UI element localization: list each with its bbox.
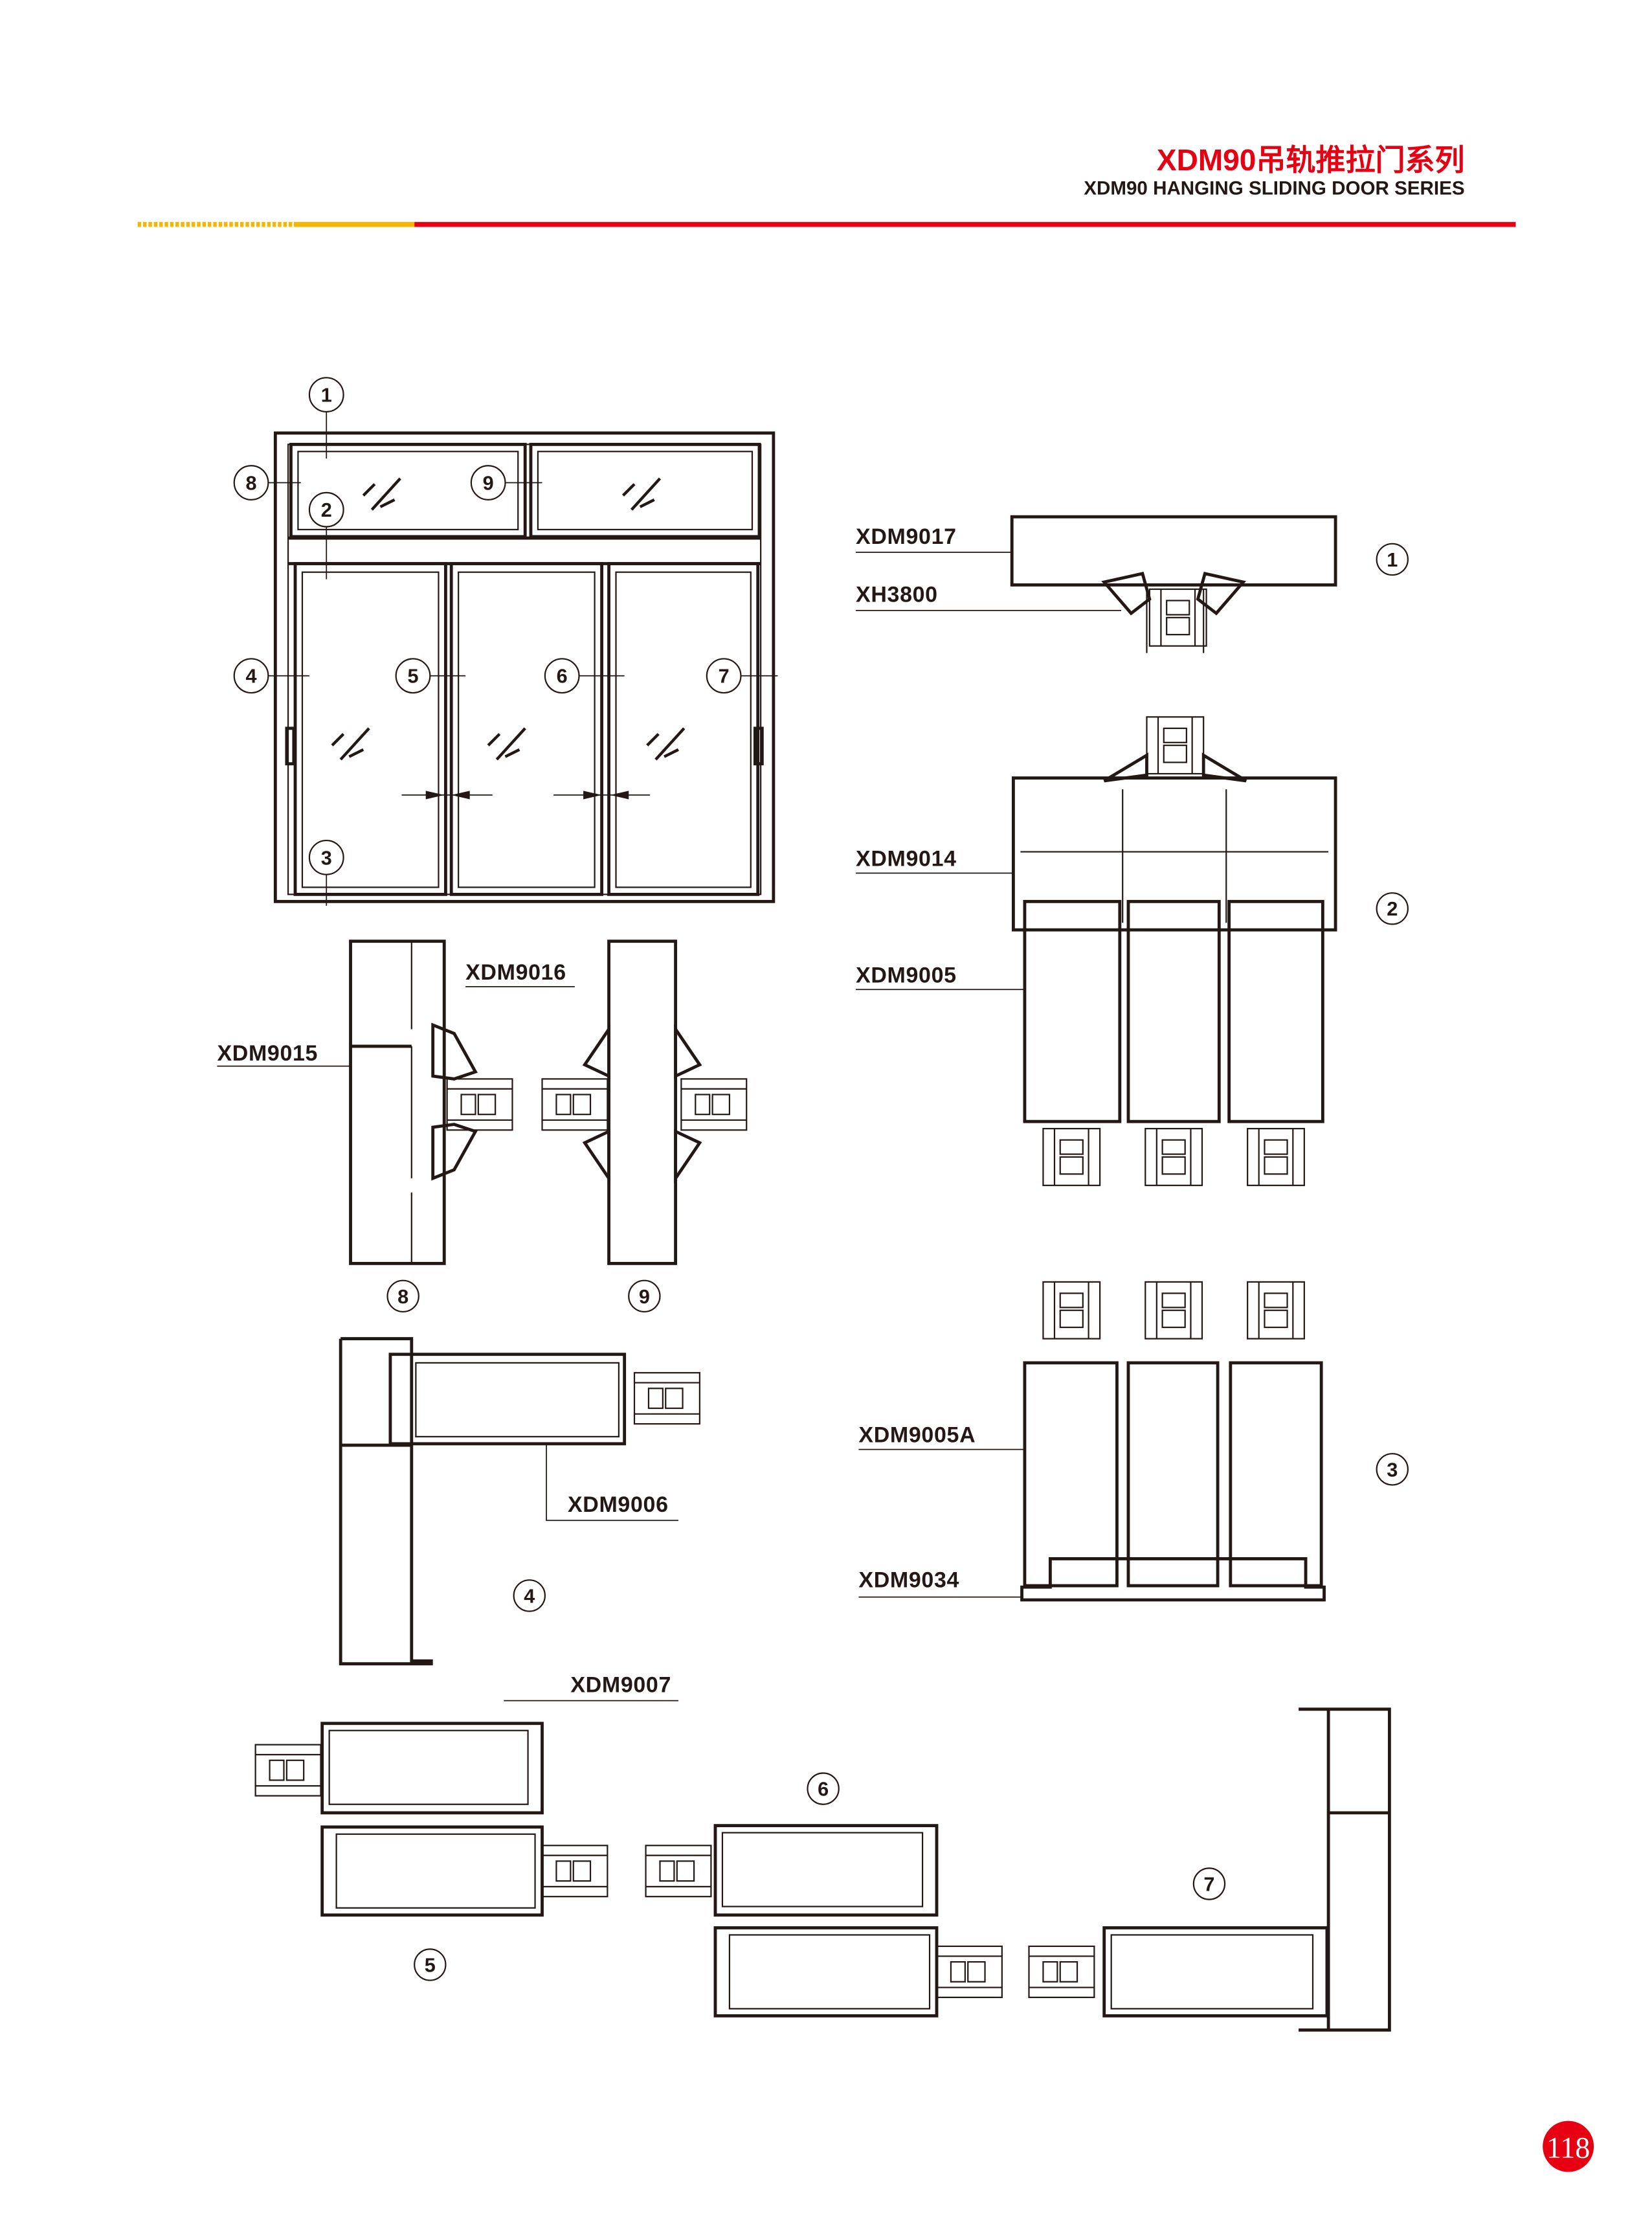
section-callout-8: 8 xyxy=(386,1279,419,1313)
svg-text:1: 1 xyxy=(1387,548,1398,571)
section-8-detail xyxy=(217,939,575,1265)
section-callout-7: 7 xyxy=(1192,1867,1226,1900)
svg-text:3: 3 xyxy=(1387,1458,1398,1481)
header-rule xyxy=(137,221,1516,227)
callout-6: 6 xyxy=(544,658,580,694)
section-callout-3: 3 xyxy=(1376,1453,1409,1486)
callout-1: 1 xyxy=(308,377,344,413)
section-callout-4: 4 xyxy=(513,1579,546,1612)
label-xdm9017: XDM9017 xyxy=(856,524,957,549)
dimension-arrows xyxy=(401,791,651,800)
title-english: XDM90 HANGING SLIDING DOOR SERIES xyxy=(1084,177,1464,199)
svg-text:8: 8 xyxy=(397,1285,408,1308)
section-7-detail xyxy=(1028,1707,1391,2032)
label-xdm9015: XDM9015 xyxy=(217,1041,318,1066)
label-xdm9016: XDM9016 xyxy=(465,960,566,985)
section-1-detail xyxy=(856,515,1337,653)
section-9-detail xyxy=(541,939,748,1265)
svg-text:6: 6 xyxy=(818,1778,829,1801)
svg-text:2: 2 xyxy=(321,499,332,521)
section-callout-9: 9 xyxy=(628,1279,661,1313)
svg-text:9: 9 xyxy=(639,1285,650,1308)
label-xdm9005a: XDM9005A xyxy=(858,1423,976,1448)
callout-5: 5 xyxy=(395,658,431,694)
page-number-badge: 118 xyxy=(1543,2120,1594,2172)
label-xdm9014: XDM9014 xyxy=(856,847,957,871)
section-callout-6: 6 xyxy=(807,1772,840,1805)
section-callout-1: 1 xyxy=(1376,543,1409,576)
page-header: XDM90吊轨推拉门系列 XDM90 HANGING SLIDING DOOR … xyxy=(137,143,1516,227)
label-xdm9005: XDM9005 xyxy=(856,963,957,987)
section-5-detail xyxy=(254,1700,678,1917)
svg-text:3: 3 xyxy=(321,846,332,869)
label-xdm9007: XDM9007 xyxy=(570,1673,671,1698)
callout-7: 7 xyxy=(706,658,742,694)
label-xh3800: XH3800 xyxy=(856,583,938,607)
svg-text:7: 7 xyxy=(719,665,730,688)
svg-text:4: 4 xyxy=(524,1584,535,1607)
section-2-detail xyxy=(856,716,1337,1186)
section-callout-5: 5 xyxy=(414,1948,447,1981)
callout-8: 8 xyxy=(233,465,269,500)
section-3-detail xyxy=(858,1281,1326,1602)
svg-text:5: 5 xyxy=(425,1953,436,1976)
svg-text:8: 8 xyxy=(246,472,257,495)
svg-text:7: 7 xyxy=(1203,1872,1214,1895)
svg-text:9: 9 xyxy=(483,472,494,495)
callout-4: 4 xyxy=(233,658,269,694)
callout-3: 3 xyxy=(308,839,344,875)
door-elevation xyxy=(268,411,778,906)
label-xdm9034: XDM9034 xyxy=(858,1568,959,1592)
svg-text:6: 6 xyxy=(557,665,568,688)
page-number: 118 xyxy=(1546,2131,1590,2164)
section-callout-2: 2 xyxy=(1376,892,1409,925)
title-chinese: XDM90吊轨推拉门系列 xyxy=(1157,143,1465,177)
svg-text:2: 2 xyxy=(1387,897,1398,920)
section-4-detail xyxy=(339,1337,700,1666)
svg-text:1: 1 xyxy=(321,384,332,407)
callout-2: 2 xyxy=(308,491,344,528)
profile-labels: XDM9017 XH3800 XDM9014 XDM9005 XDM9016 X… xyxy=(217,524,976,1698)
callouts: 1 8 9 2 4 5 6 7 3 1 2 8 9 3 4 6 7 5 xyxy=(233,377,1409,1981)
svg-text:4: 4 xyxy=(246,665,257,688)
label-xdm9006: XDM9006 xyxy=(568,1492,669,1517)
callout-9: 9 xyxy=(470,465,506,500)
section-6-detail xyxy=(645,1824,1003,2018)
svg-text:5: 5 xyxy=(407,665,418,688)
